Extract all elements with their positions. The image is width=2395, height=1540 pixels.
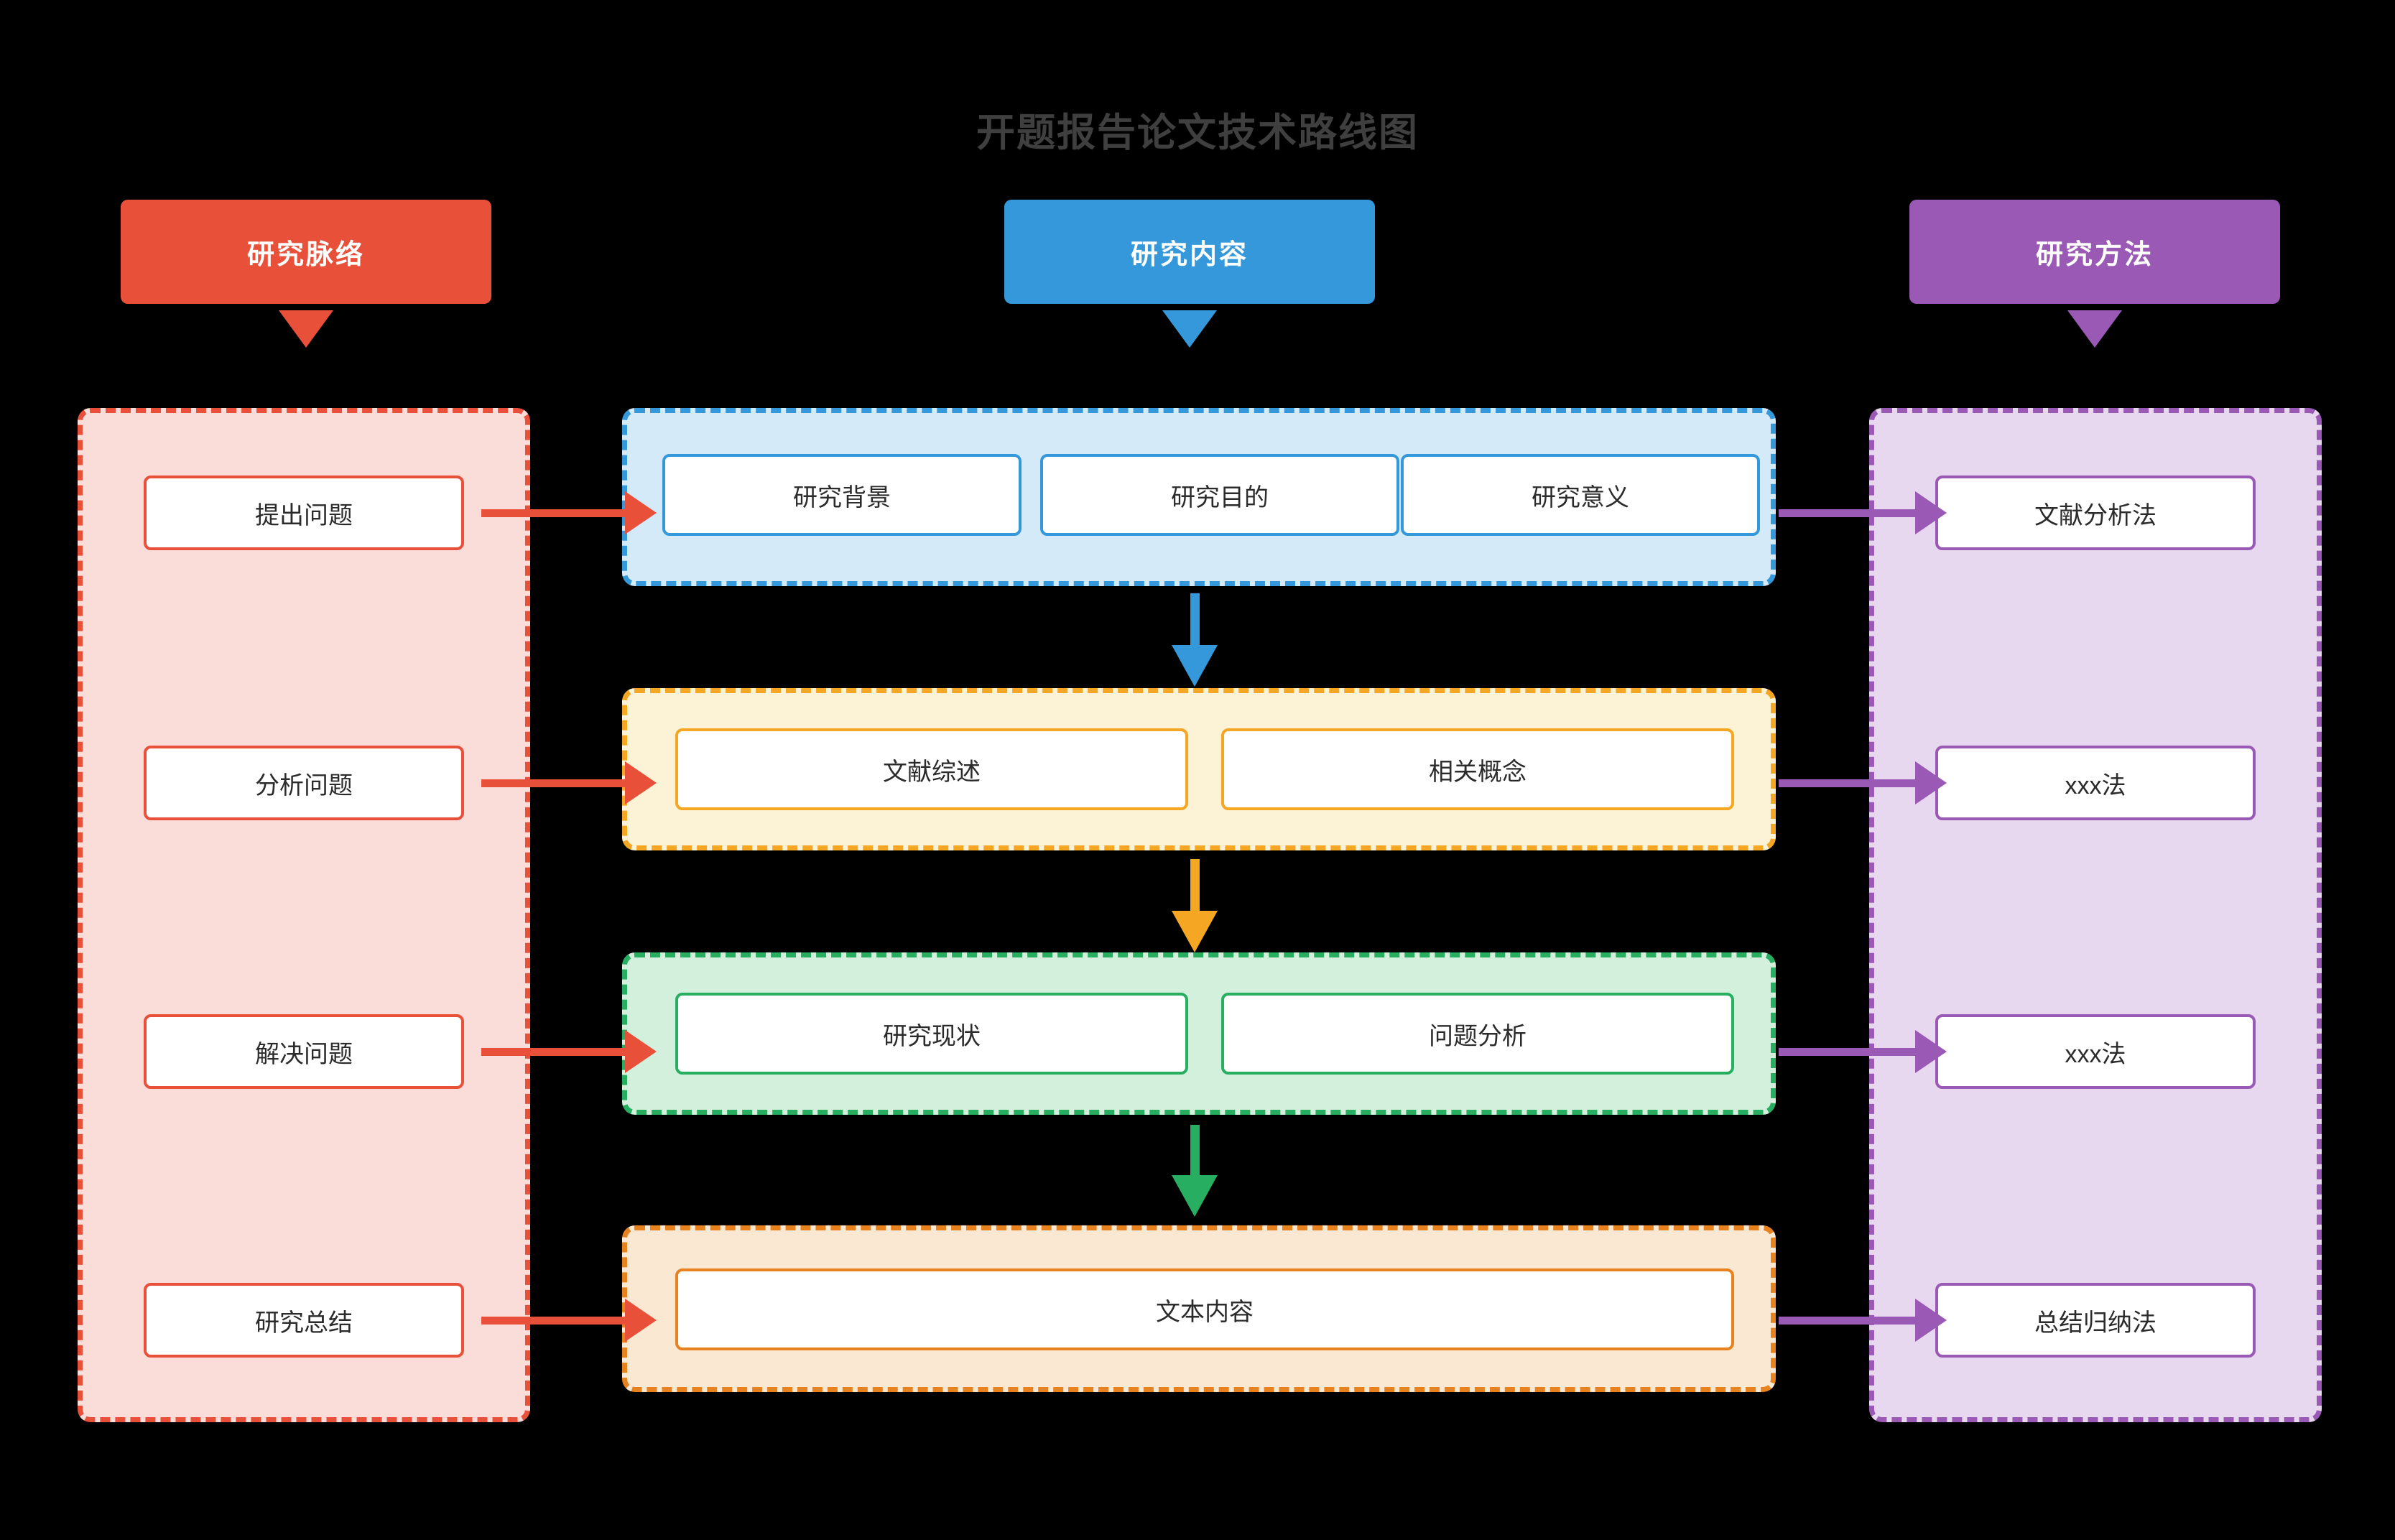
left-node-4[interactable]: 研究总结 xyxy=(144,1283,464,1358)
column-header-research-context[interactable]: 研究脉络 xyxy=(121,200,491,304)
arrow-head-icon xyxy=(625,1299,657,1342)
left-node-3[interactable]: 解决问题 xyxy=(144,1014,464,1089)
arrow-head-icon xyxy=(1915,491,1947,534)
arrow-head-icon xyxy=(1915,1030,1947,1073)
content-node-3-1[interactable]: 研究现状 xyxy=(675,993,1188,1075)
arrow-head-icon xyxy=(625,491,657,534)
arrow-shaft xyxy=(1779,1317,1915,1325)
arrow-shaft xyxy=(1779,509,1915,517)
content-node-1-3[interactable]: 研究意义 xyxy=(1401,454,1760,536)
down-triangle-icon-blue xyxy=(1162,310,1217,348)
arrow-head-icon xyxy=(1915,761,1947,804)
content-node-1-2[interactable]: 研究目的 xyxy=(1040,454,1399,536)
right-node-2[interactable]: xxx法 xyxy=(1935,746,2256,820)
arrow-head-icon xyxy=(1172,645,1218,687)
arrow-head-icon xyxy=(1172,911,1218,952)
arrow-shaft xyxy=(481,1317,625,1325)
down-triangle-icon-red xyxy=(279,310,333,348)
arrow-shaft xyxy=(1190,1125,1200,1175)
column-header-research-method[interactable]: 研究方法 xyxy=(1909,200,2280,304)
arrow-shaft xyxy=(1190,859,1200,911)
arrow-shaft xyxy=(1779,1048,1915,1056)
arrow-head-icon xyxy=(1915,1299,1947,1342)
arrow-shaft xyxy=(1190,593,1200,645)
arrow-head-icon xyxy=(625,1030,657,1073)
left-column-zone xyxy=(78,408,530,1422)
arrow-shaft xyxy=(1779,779,1915,787)
column-header-research-content[interactable]: 研究内容 xyxy=(1004,200,1375,304)
page-title: 开题报告论文技术路线图 xyxy=(976,111,1419,154)
left-node-2[interactable]: 分析问题 xyxy=(144,746,464,820)
left-node-1[interactable]: 提出问题 xyxy=(144,476,464,550)
content-node-3-2[interactable]: 问题分析 xyxy=(1221,993,1734,1075)
right-node-3[interactable]: xxx法 xyxy=(1935,1014,2256,1089)
arrow-shaft xyxy=(481,779,625,787)
right-node-4[interactable]: 总结归纳法 xyxy=(1935,1283,2256,1358)
down-triangle-icon-purple xyxy=(2067,310,2122,348)
content-node-2-1[interactable]: 文献综述 xyxy=(675,728,1188,810)
arrow-head-icon xyxy=(625,761,657,804)
right-column-zone xyxy=(1869,408,2322,1422)
content-node-4-1[interactable]: 文本内容 xyxy=(675,1268,1734,1350)
right-node-1[interactable]: 文献分析法 xyxy=(1935,476,2256,550)
content-node-1-1[interactable]: 研究背景 xyxy=(662,454,1022,536)
arrow-shaft xyxy=(481,509,625,517)
content-node-2-2[interactable]: 相关概念 xyxy=(1221,728,1734,810)
arrow-shaft xyxy=(481,1048,625,1056)
arrow-head-icon xyxy=(1172,1175,1218,1217)
